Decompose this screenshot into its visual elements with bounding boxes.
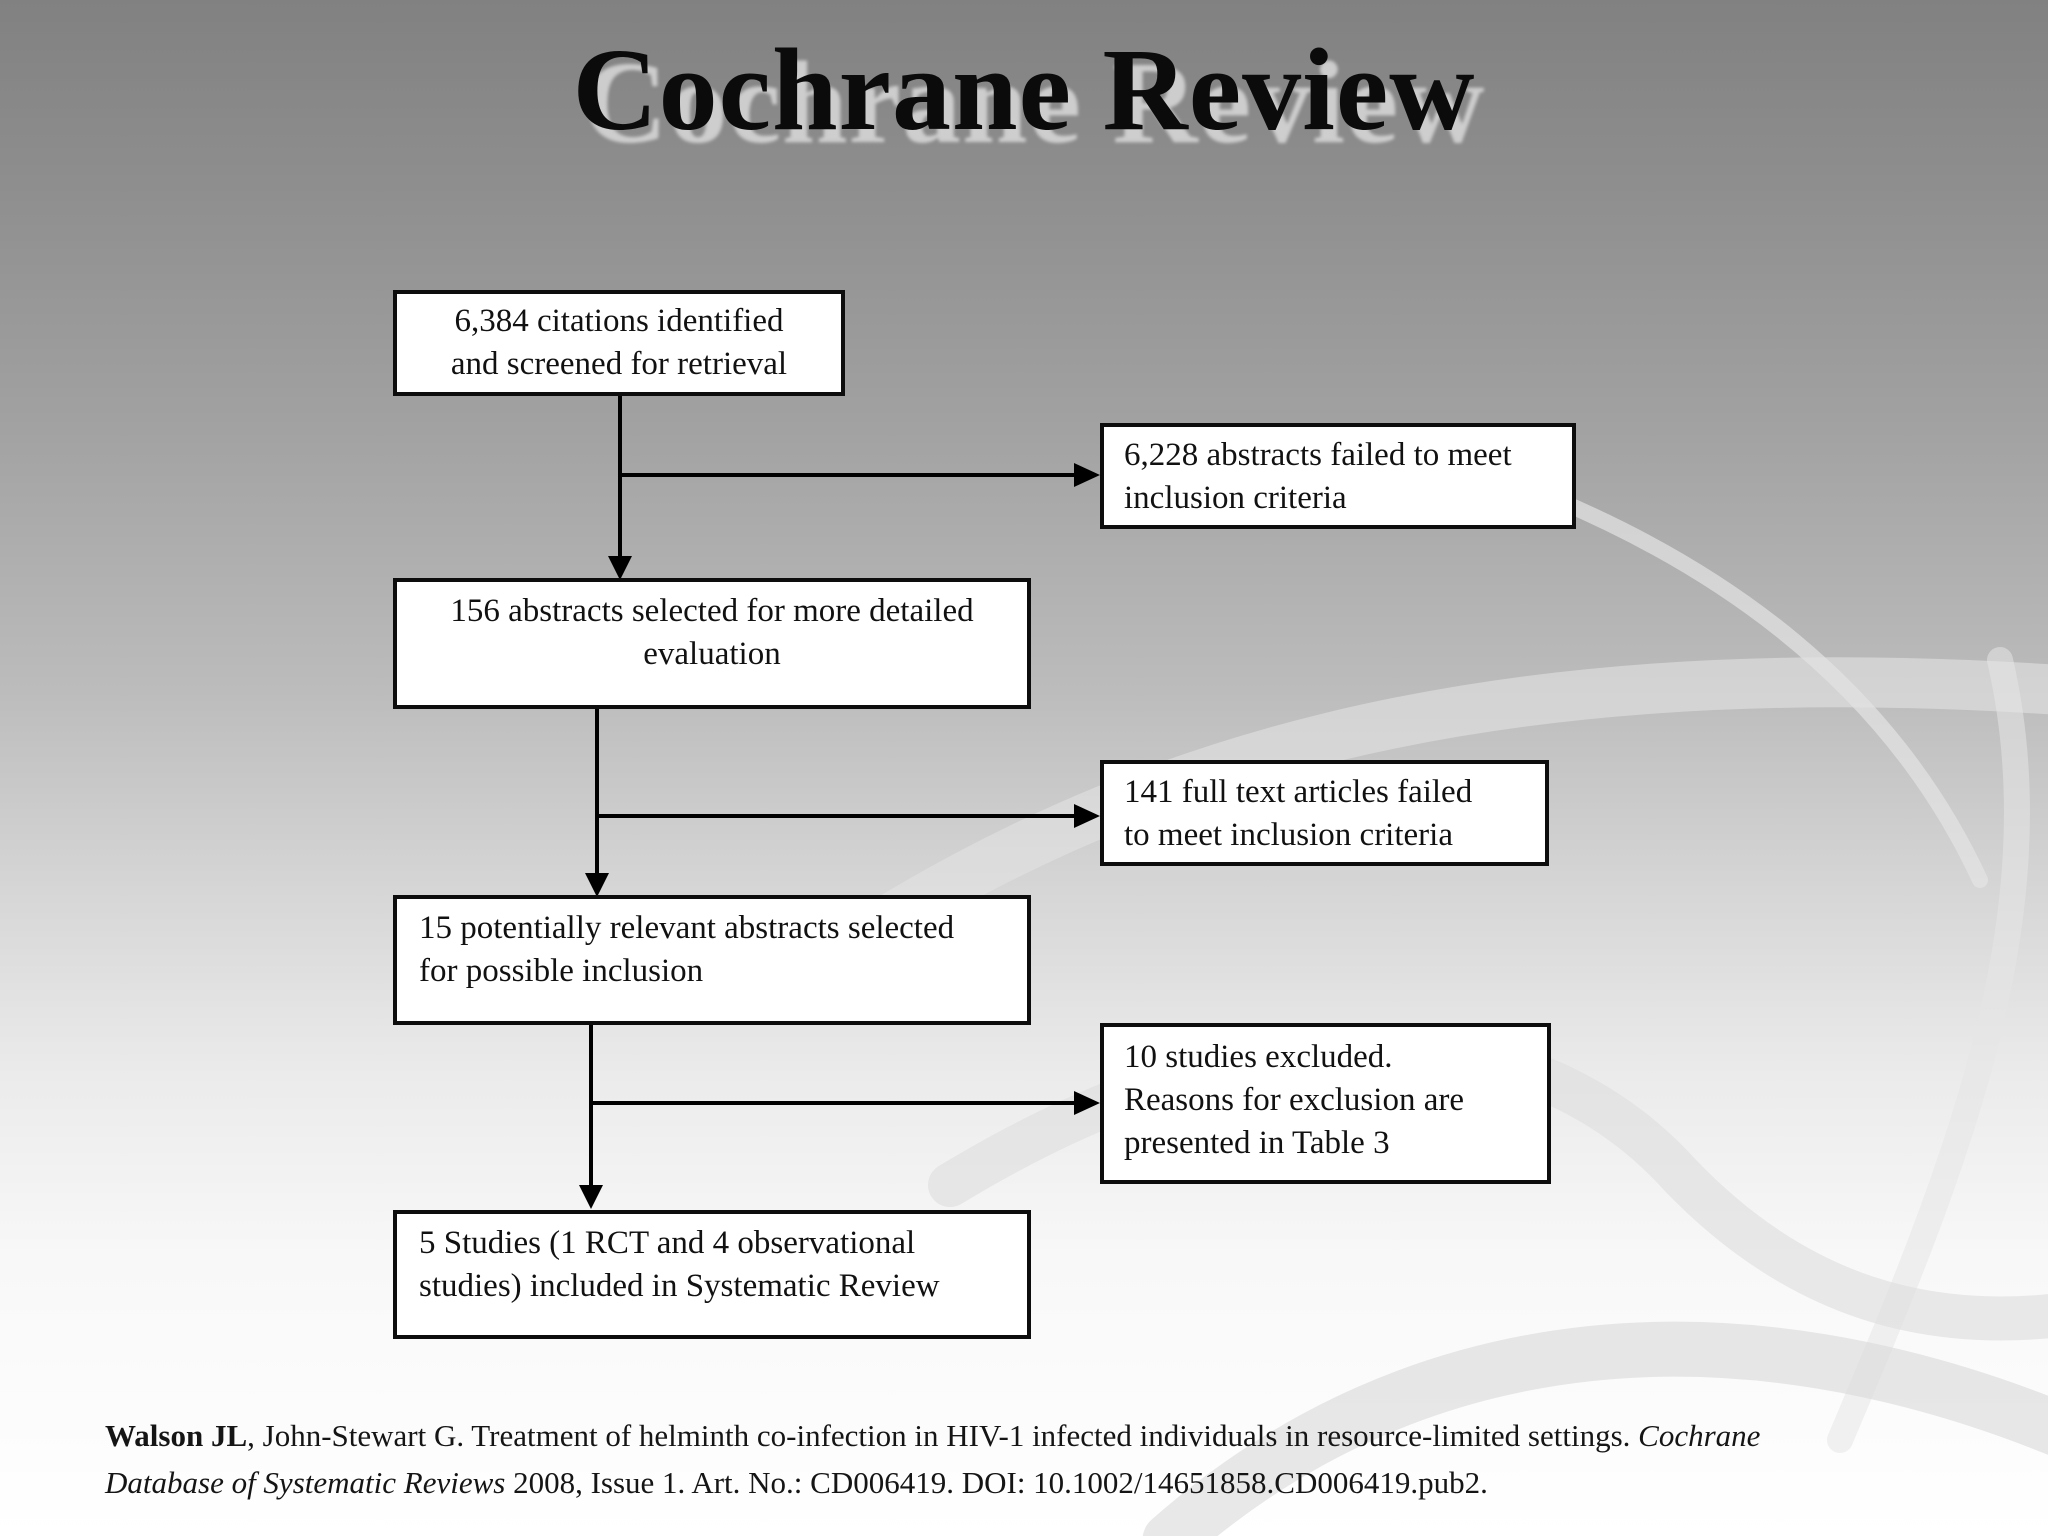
box-studies-excluded: 10 studies excluded. Reasons for exclusi… <box>1100 1023 1551 1184</box>
citation-line1-text: , John-Stewart G. Treatment of helminth … <box>247 1418 1639 1453</box>
citation-journal-start: Cochrane <box>1638 1418 1761 1453</box>
box-fulltext-failed: 141 full text articles failed to meet in… <box>1100 760 1549 866</box>
box-abstracts-selected: 156 abstracts selected for more detailed… <box>393 578 1031 709</box>
box-citations-identified: 6,384 citations identified and screened … <box>393 290 845 396</box>
citation-journal-end: Database of Systematic Reviews <box>105 1465 506 1500</box>
citation-line-2: Database of Systematic Reviews 2008, Iss… <box>105 1459 1985 1506</box>
citation-line2-text: 2008, Issue 1. Art. No.: CD006419. DOI: … <box>505 1465 1488 1500</box>
citation-line-1: Walson JL, John-Stewart G. Treatment of … <box>105 1412 1985 1459</box>
citation: Walson JL, John-Stewart G. Treatment of … <box>105 1412 1985 1506</box>
box-studies-included: 5 Studies (1 RCT and 4 observational stu… <box>393 1210 1031 1339</box>
slide-title: Cochrane Review <box>572 24 1476 155</box>
box-abstracts-failed: 6,228 abstracts failed to meet inclusion… <box>1100 423 1576 529</box>
citation-authors: Walson JL <box>105 1418 248 1453</box>
box-relevant-abstracts: 15 potentially relevant abstracts select… <box>393 895 1031 1025</box>
